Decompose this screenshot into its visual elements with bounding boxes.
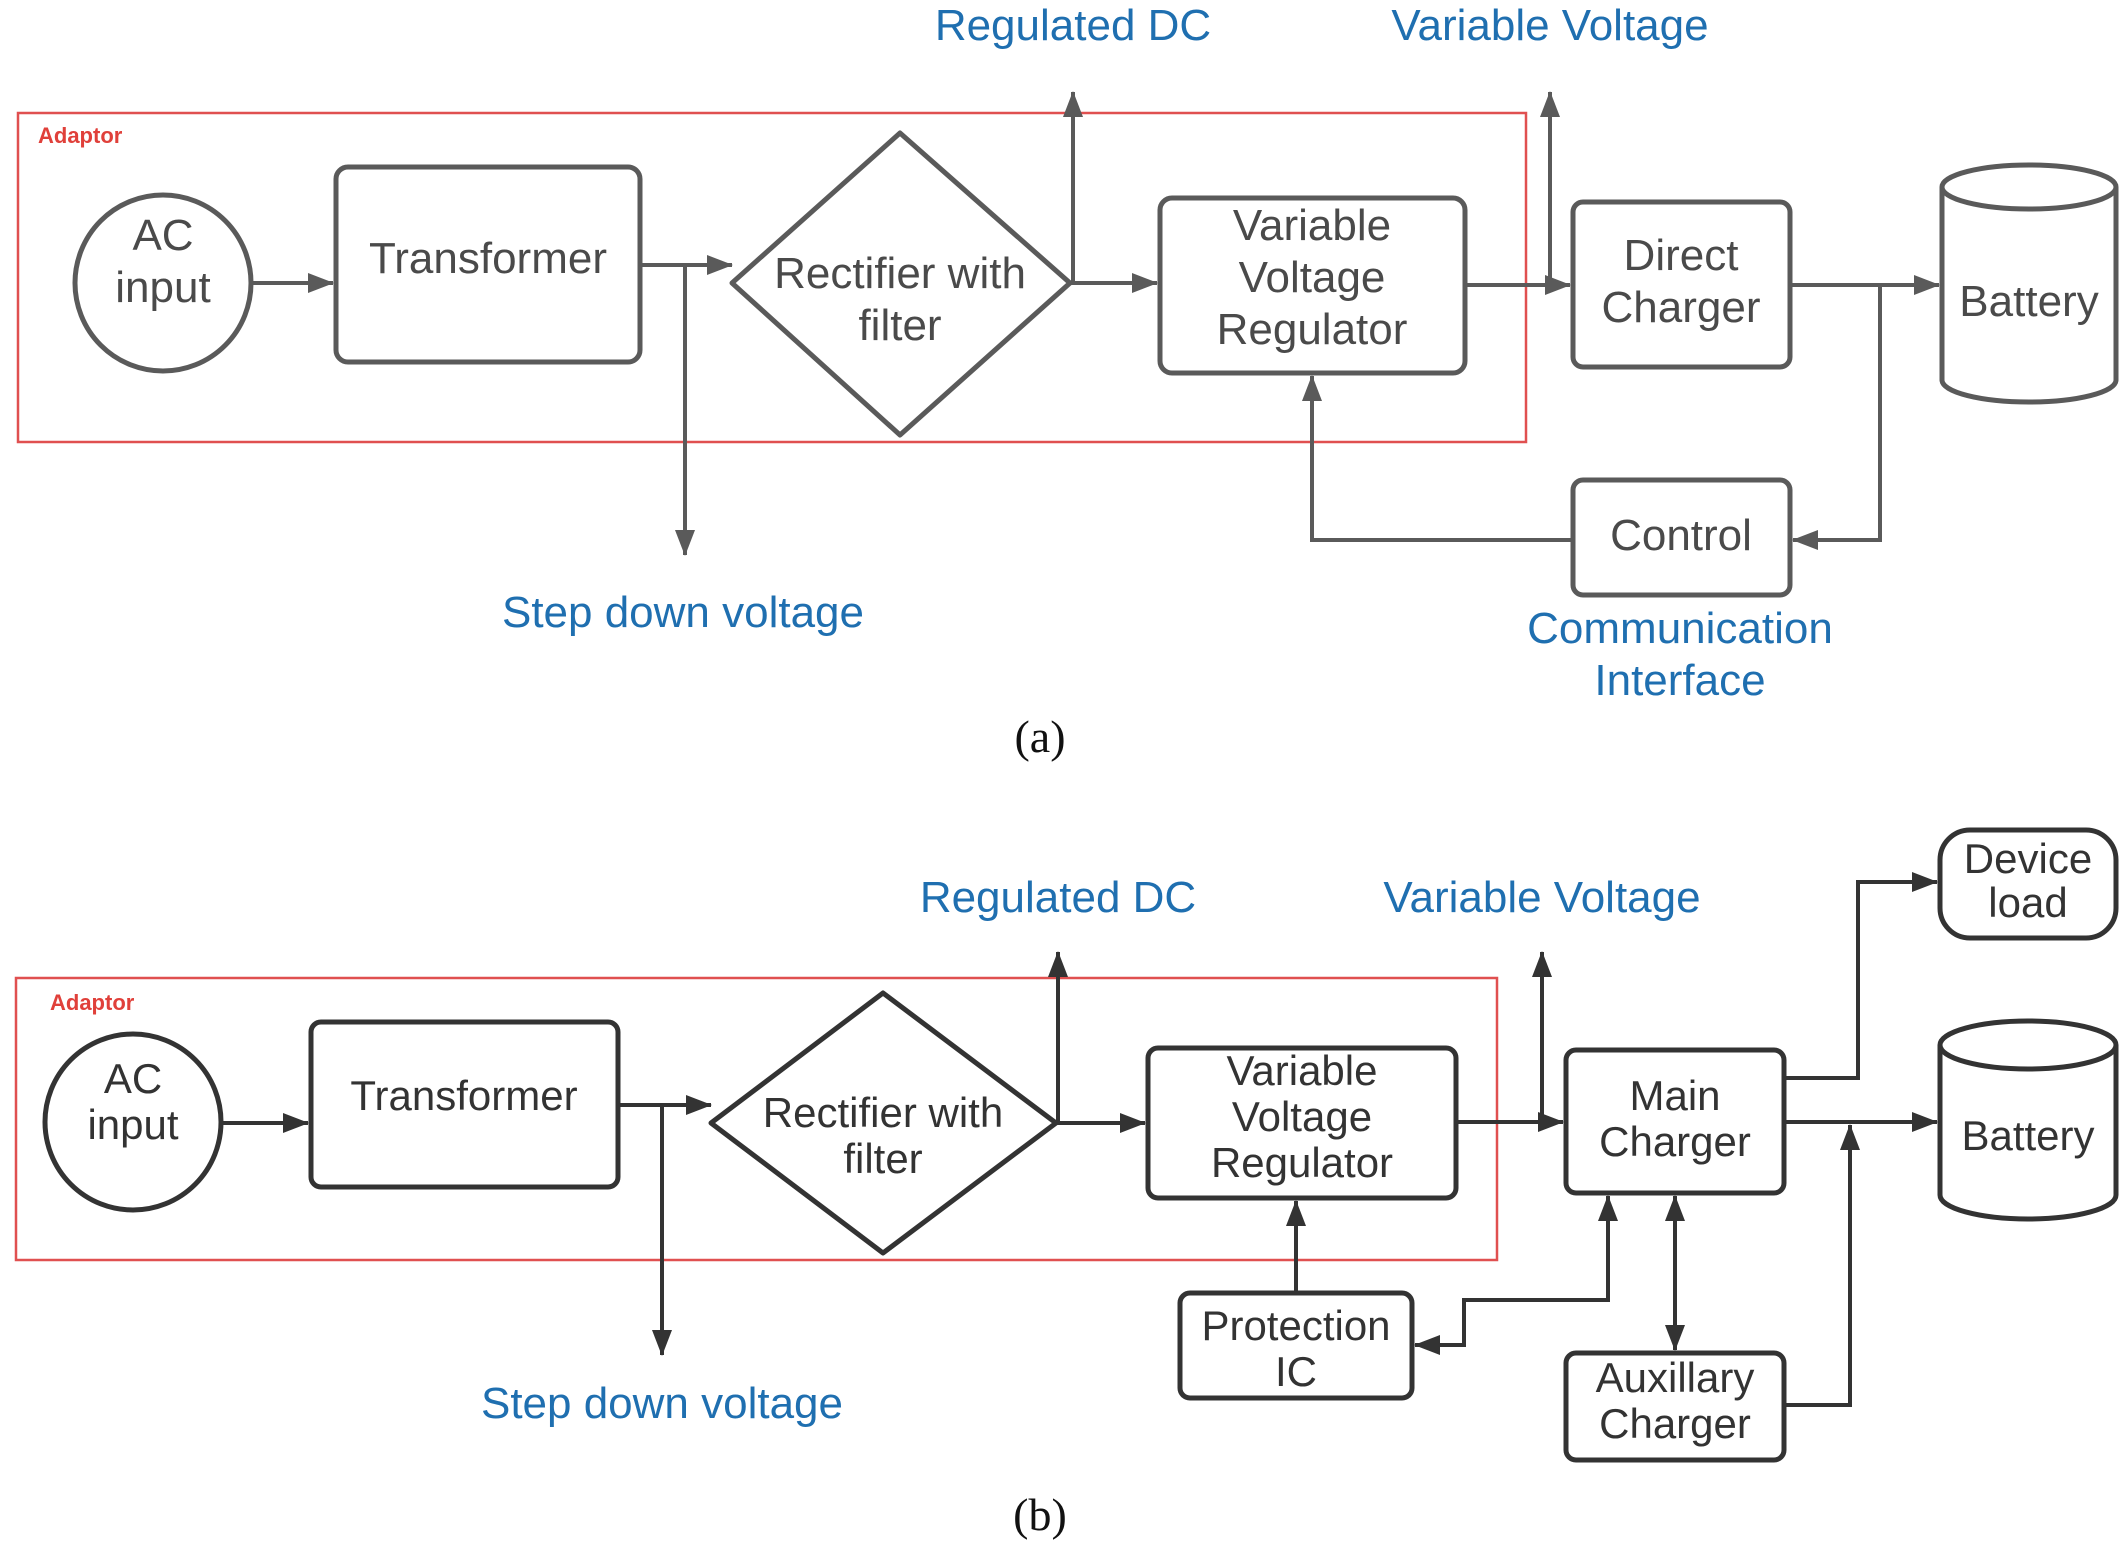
node-label: Charger (1602, 283, 1761, 332)
node-label: AC (104, 1055, 162, 1102)
node-transformer-a: Transformer (333, 164, 643, 365)
adaptor-frame-b (14, 976, 1499, 1262)
edge-protection-to-charger-b (1462, 1195, 1618, 1302)
node-label: Variable (1233, 201, 1391, 250)
adaptor-frame-a (16, 111, 1528, 444)
node-label: Rectifier with (774, 249, 1026, 298)
adaptor-label-a: Adaptor (38, 123, 123, 148)
node-battery-a: Battery (1939, 162, 2119, 405)
node-label: Rectifier with (763, 1089, 1003, 1136)
label-step-down-a: Step down voltage (502, 588, 864, 637)
node-label: Auxillary (1596, 1354, 1755, 1401)
node-label: Transformer (350, 1072, 577, 1119)
node-label: Regulator (1217, 305, 1408, 354)
node-label: input (87, 1101, 178, 1148)
node-label: Battery (1959, 277, 2098, 326)
node-label: Transformer (369, 234, 607, 283)
node-transformer-b: Transformer (308, 1019, 621, 1190)
label-step-down-b: Step down voltage (481, 1379, 843, 1428)
edge-control-to-regulator-a (1302, 375, 1573, 542)
node-label: filter (858, 301, 941, 350)
node-label: Variable (1227, 1047, 1378, 1094)
caption-a: (a) (1014, 711, 1065, 762)
node-label: Direct (1624, 231, 1739, 280)
label-variable-voltage-a: Variable Voltage (1391, 1, 1708, 50)
node-label: IC (1275, 1348, 1317, 1395)
node-label: Voltage (1232, 1093, 1372, 1140)
node-label: Charger (1599, 1400, 1751, 1447)
node-label: Control (1610, 511, 1752, 560)
node-battery-b: Battery (1937, 1018, 2119, 1222)
node-label: AC (132, 211, 193, 260)
edge-aux-to-battery-b (1784, 1124, 1860, 1407)
node-label: Charger (1599, 1118, 1751, 1165)
node-label: input (115, 263, 210, 312)
edge-battery-to-control-a (1792, 285, 1882, 550)
node-control-a: Control (1570, 477, 1793, 598)
adaptor-label-b: Adaptor (50, 990, 135, 1015)
label-variable-voltage-b: Variable Voltage (1383, 873, 1700, 922)
node-label: Voltage (1239, 253, 1386, 302)
node-label: Main (1629, 1072, 1720, 1119)
node-label: Battery (1961, 1112, 2094, 1159)
node-label: load (1988, 879, 2067, 926)
node-label: filter (843, 1135, 922, 1182)
edge-charger-to-device-load-b (1784, 872, 1938, 1080)
edge-charger-to-protection-b (1414, 1300, 1466, 1355)
label-regulated-dc-b: Regulated DC (920, 873, 1196, 922)
node-label: Device (1964, 835, 2092, 882)
node-label: Protection (1201, 1302, 1390, 1349)
caption-b: (b) (1013, 1489, 1067, 1540)
node-label: Regulator (1211, 1139, 1393, 1186)
label-regulated-dc-a: Regulated DC (935, 1, 1211, 50)
